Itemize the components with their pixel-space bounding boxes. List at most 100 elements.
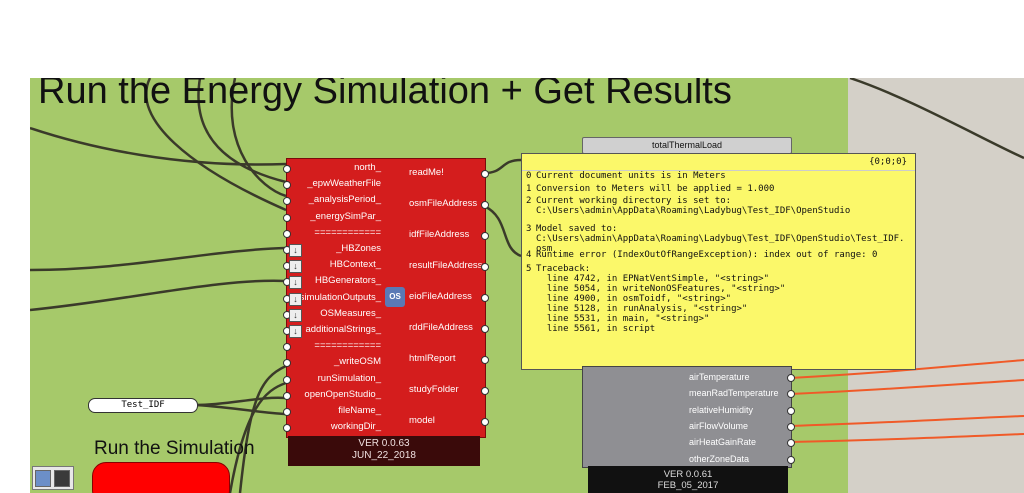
wire — [30, 126, 287, 166]
panel-line-index: 4 — [526, 250, 532, 260]
grasshopper-canvas[interactable]: Run the Energy Simulation + Get Results … — [30, 78, 1024, 493]
input-port[interactable] — [283, 359, 291, 368]
output-5[interactable]: rddFileAddress — [409, 322, 473, 333]
output-port[interactable] — [787, 455, 795, 464]
input-16[interactable]: workingDir_ — [330, 421, 381, 433]
input-2[interactable]: _analysisPeriod_ — [308, 194, 381, 206]
output-port[interactable] — [481, 356, 489, 364]
camera-icon[interactable] — [35, 470, 51, 487]
output-port[interactable] — [481, 418, 489, 426]
wire — [228, 381, 287, 493]
input-port[interactable] — [283, 181, 291, 190]
panel-line-index: 0 — [526, 171, 532, 181]
input-9[interactable]: OSMeasures_ — [320, 307, 381, 319]
input-port[interactable] — [283, 343, 291, 352]
component-date: FEB_05_2017 — [657, 480, 719, 491]
output-port[interactable] — [787, 374, 795, 382]
input-15[interactable]: fileName_ — [338, 405, 381, 416]
output-1[interactable]: osmFileAddress — [409, 198, 478, 209]
component-version-footer: VER 0.0.61 FEB_05_2017 — [588, 466, 788, 493]
input-port[interactable] — [283, 375, 291, 384]
output-6[interactable]: htmlReport — [409, 353, 456, 364]
input-port[interactable] — [283, 424, 291, 433]
wire — [789, 415, 1024, 427]
run-energy-simulation-component[interactable]: north_ _epwWeatherFile _analysisPeriod_ _en… — [283, 147, 743, 438]
component-version: VER 0.0.61 — [663, 469, 713, 480]
zone-output-4[interactable]: airHeatGainRate — [689, 437, 757, 448]
input-10[interactable]: additionalStrings_ — [305, 324, 381, 335]
input-flatten-icon: ↓ — [289, 308, 302, 322]
wire — [483, 204, 522, 258]
run-section-label: Run the Simulation — [94, 438, 255, 459]
panel-line-text: Traceback: line 4742, in EPNatVentSimple… — [536, 264, 786, 334]
wire — [197, 78, 287, 184]
input-port[interactable] — [283, 229, 291, 238]
input-3[interactable]: _energySimPar_ — [310, 210, 381, 222]
wire — [789, 433, 1024, 443]
input-14[interactable]: openOpenStudio_ — [304, 388, 381, 400]
canvas-toolbar — [32, 466, 74, 490]
read-ep-result-component[interactable]: airTemperature meanRadTemperature relative… — [582, 366, 795, 468]
input-flatten-icon: ↓ — [289, 325, 302, 338]
input-port[interactable] — [283, 197, 291, 206]
input-7[interactable]: HBGenerators_ — [314, 275, 381, 287]
output-port[interactable] — [481, 170, 489, 178]
wire — [30, 279, 287, 312]
input-0[interactable]: north_ — [354, 162, 381, 173]
output-port[interactable] — [481, 325, 489, 333]
input-8[interactable]: simulationOutputs_ — [299, 291, 381, 303]
input-6[interactable]: HBContext_ — [329, 259, 381, 271]
output-port[interactable] — [481, 232, 489, 240]
panel-line-index: 2 — [526, 196, 532, 206]
input-port[interactable] — [283, 391, 291, 400]
output-port[interactable] — [787, 422, 795, 431]
window-icon[interactable] — [54, 470, 70, 487]
zone-output-0[interactable]: airTemperature — [689, 372, 750, 382]
input-12[interactable]: _writeOSM — [334, 356, 381, 368]
input-4[interactable]: ============ — [314, 226, 381, 238]
output-port[interactable] — [787, 406, 795, 415]
output-3[interactable]: resultFileAddress — [409, 260, 483, 271]
wire — [144, 78, 287, 212]
panel-line-text: Model saved to: C:\Users\admin\AppData\R… — [536, 224, 905, 254]
output-7[interactable]: studyFolder — [409, 384, 459, 395]
openstudio-icon: OS — [385, 287, 405, 307]
zone-output-3[interactable]: airFlowVolume — [689, 420, 749, 431]
output-port[interactable] — [787, 390, 795, 399]
output-port[interactable] — [481, 201, 489, 209]
run-simulation-button[interactable] — [92, 462, 230, 493]
input-flatten-icon: ↓ — [289, 244, 302, 257]
input-port[interactable] — [283, 213, 291, 222]
panel-line-text: Conversion to Meters will be applied = 1… — [536, 184, 775, 194]
input-13[interactable]: runSimulation_ — [317, 372, 381, 384]
output-port[interactable] — [481, 263, 489, 271]
zone-output-2[interactable]: relativeHumidity — [689, 404, 754, 415]
output-port[interactable] — [481, 294, 489, 302]
output-0[interactable]: readMe! — [409, 167, 444, 178]
panel-line-text: Runtime error (IndexOutOfRangeException)… — [536, 250, 878, 260]
input-5[interactable]: _HBZones — [336, 243, 381, 254]
output-2[interactable]: idfFileAddress — [409, 229, 470, 240]
wire-layer — [30, 78, 1024, 493]
component-version-footer: VER 0.0.63 JUN_22_2018 — [288, 436, 480, 466]
wire — [230, 78, 287, 198]
output-port[interactable] — [481, 387, 489, 395]
wire — [849, 78, 1024, 160]
input-11[interactable]: ============ — [314, 340, 381, 352]
zone-output-1[interactable]: meanRadTemperature — [689, 388, 779, 399]
input-port[interactable] — [283, 408, 291, 416]
output-8[interactable]: model — [409, 415, 435, 426]
input-1[interactable]: _epwWeatherFile — [307, 178, 381, 190]
wire — [789, 379, 1024, 395]
wire — [195, 396, 287, 407]
output-port[interactable] — [787, 439, 795, 448]
panel-line-text: Current document units is in Meters — [536, 171, 726, 181]
output-4[interactable]: eioFileAddress — [409, 291, 472, 302]
input-flatten-icon: ↓ — [289, 292, 302, 306]
total-thermal-load-output[interactable]: totalThermalLoad — [582, 137, 792, 154]
panel-line-text: Current working directory is set to: C:\… — [536, 196, 851, 216]
filename-panel[interactable]: Test_IDF — [88, 398, 198, 413]
input-port[interactable] — [283, 165, 291, 173]
zone-output-5[interactable]: otherZoneData — [689, 453, 750, 464]
